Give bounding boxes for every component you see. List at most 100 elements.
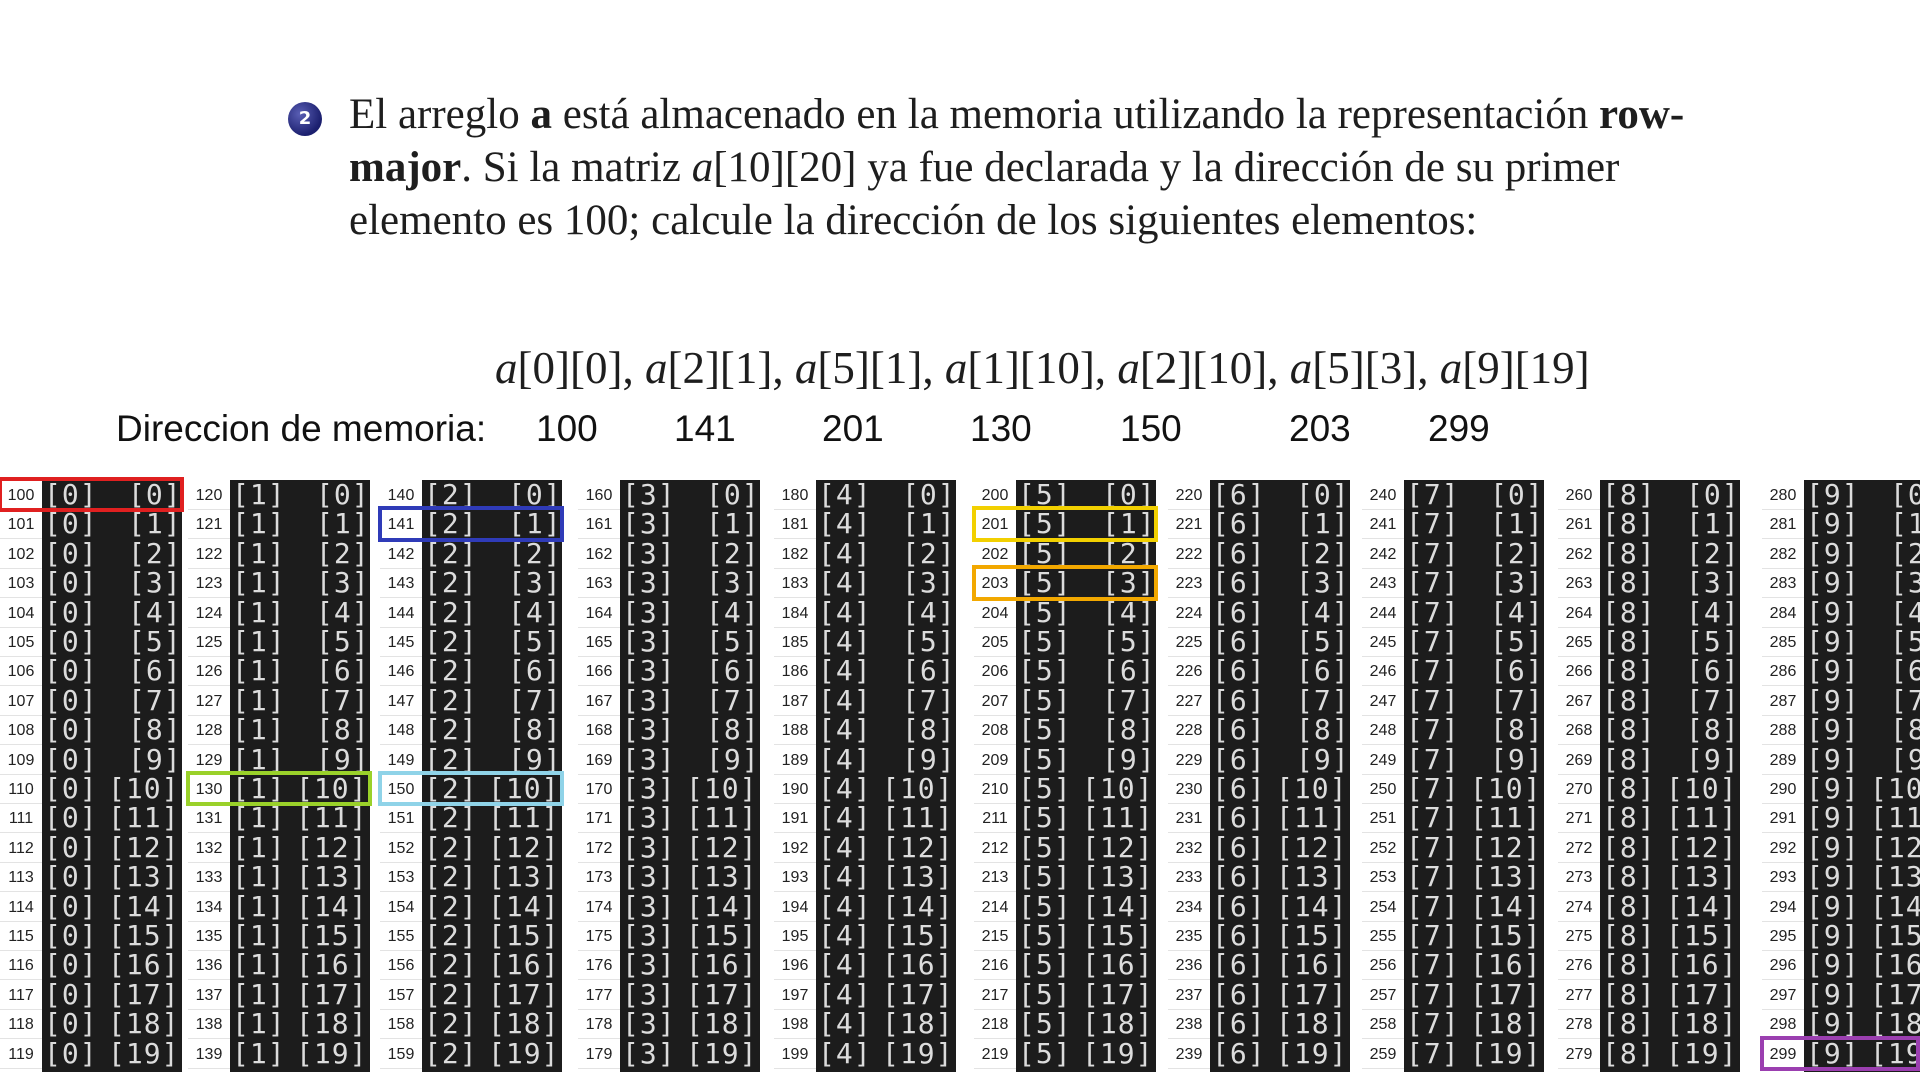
row-index: [1] bbox=[232, 860, 286, 894]
address-label: 152 bbox=[380, 833, 422, 863]
memory-cell: 278[8][18] bbox=[1558, 1009, 1758, 1040]
address-label: 181 bbox=[774, 509, 816, 540]
col-index: [0] bbox=[1102, 478, 1156, 511]
row-index: [2] bbox=[424, 830, 478, 864]
address-label: 223 bbox=[1168, 568, 1210, 599]
address-label: 103 bbox=[0, 568, 42, 599]
memory-cell: 236[6][16] bbox=[1168, 950, 1368, 981]
row-index: [7] bbox=[1406, 654, 1460, 688]
col-index: [11] bbox=[1470, 801, 1542, 835]
col-index: [7] bbox=[128, 683, 182, 717]
memory-cell: 179[3][19] bbox=[578, 1039, 778, 1069]
row-index: [3] bbox=[622, 772, 676, 805]
col-index: [8] bbox=[1490, 713, 1544, 747]
memory-cell: 182[4][2] bbox=[774, 539, 974, 569]
col-index: [19] bbox=[1276, 1036, 1348, 1070]
memory-cell: 227[6][7] bbox=[1168, 686, 1368, 716]
col-index: [1] bbox=[1890, 507, 1920, 541]
row-index: [2] bbox=[424, 977, 478, 1011]
address-label: 119 bbox=[0, 1039, 42, 1069]
col-index: [11] bbox=[1082, 801, 1154, 835]
address-label: 156 bbox=[380, 950, 422, 981]
memory-cell: 251[7][11] bbox=[1362, 801, 1562, 835]
memory-cell: 220[6][0] bbox=[1168, 480, 1368, 510]
row-index: [7] bbox=[1406, 830, 1460, 864]
problem-statement: 2 El arreglo a está almacenado en la mem… bbox=[288, 88, 1685, 247]
memory-cell: 194[4][14] bbox=[774, 889, 974, 923]
memory-cell: 154[2][14] bbox=[380, 892, 580, 922]
memory-cell: 191[4][11] bbox=[774, 803, 974, 834]
row-index: [6] bbox=[1212, 507, 1266, 541]
memory-cell: 299[9][19] bbox=[1762, 1039, 1920, 1069]
col-index: [16] bbox=[686, 948, 758, 982]
memory-cell: 198[4][18] bbox=[774, 1009, 974, 1040]
col-index: [18] bbox=[1276, 1007, 1348, 1041]
memory-cell: 225[6][5] bbox=[1168, 627, 1368, 657]
col-index: [14] bbox=[296, 889, 368, 923]
address-label: 105 bbox=[0, 627, 42, 657]
memory-cell: 262[8][2] bbox=[1558, 539, 1758, 569]
row-index: [9] bbox=[1806, 536, 1860, 570]
memory-cell: 295[9][15] bbox=[1762, 921, 1920, 951]
memory-column: 180[4][0]181[4][1]182[4][2]183[4][3]184[… bbox=[774, 480, 974, 1072]
col-index: [7] bbox=[1686, 683, 1740, 717]
address-label: 227 bbox=[1168, 686, 1210, 716]
address-label: 278 bbox=[1558, 1009, 1600, 1040]
memory-cell: 150[2][10] bbox=[380, 774, 580, 804]
memory-cell: 240[7][0] bbox=[1362, 480, 1562, 510]
address-label: 219 bbox=[974, 1039, 1016, 1069]
col-index: [1] bbox=[1686, 507, 1740, 541]
row-index: [4] bbox=[818, 478, 872, 511]
row-index: [7] bbox=[1406, 801, 1460, 835]
address-label: 257 bbox=[1362, 980, 1404, 1010]
problem-text: El arreglo a está almacenado en la memor… bbox=[349, 91, 1685, 244]
memory-cell: 249[7][9] bbox=[1362, 745, 1562, 775]
memory-cell: 260[8][0] bbox=[1558, 480, 1758, 510]
address-label: 213 bbox=[974, 862, 1016, 893]
address-label: 169 bbox=[578, 745, 620, 775]
row-index: [1] bbox=[232, 948, 286, 982]
col-index: [3] bbox=[1686, 566, 1740, 600]
row-index: [4] bbox=[818, 683, 872, 717]
address-label: 108 bbox=[0, 715, 42, 746]
address-label: 192 bbox=[774, 833, 816, 863]
memory-cell: 217[5][17] bbox=[974, 980, 1174, 1010]
memory-cell: 294[9][14] bbox=[1762, 892, 1920, 922]
col-index: [11] bbox=[296, 801, 368, 835]
memory-cell: 164[3][4] bbox=[578, 598, 778, 628]
memory-cell: 235[6][15] bbox=[1168, 921, 1368, 951]
col-index: [17] bbox=[1276, 977, 1348, 1011]
col-index: [8] bbox=[128, 713, 182, 747]
memory-cell: 157[2][17] bbox=[380, 977, 580, 1011]
col-index: [8] bbox=[508, 713, 562, 747]
memory-cell: 255[7][15] bbox=[1362, 921, 1562, 951]
col-index: [14] bbox=[1276, 889, 1348, 923]
row-index: [1] bbox=[232, 595, 286, 629]
col-index: [11] bbox=[686, 801, 758, 835]
col-index: [7] bbox=[316, 683, 370, 717]
address-label: 125 bbox=[188, 627, 230, 657]
row-index: [5] bbox=[1018, 830, 1072, 864]
row-index: [3] bbox=[622, 830, 676, 864]
col-index: [3] bbox=[902, 566, 956, 600]
col-index: [9] bbox=[128, 742, 182, 776]
col-index: [17] bbox=[488, 977, 560, 1011]
memory-cell: 246[7][6] bbox=[1362, 654, 1562, 688]
col-index: [14] bbox=[882, 889, 954, 923]
row-index: [8] bbox=[1602, 654, 1656, 688]
memory-cell: 117[0][17] bbox=[0, 980, 200, 1010]
address-label: 222 bbox=[1168, 539, 1210, 569]
memory-cell: 286[9][6] bbox=[1762, 656, 1920, 687]
memory-cell: 291[9][11] bbox=[1762, 803, 1920, 834]
address-label: 116 bbox=[0, 950, 42, 981]
col-index: [15] bbox=[296, 919, 368, 952]
address-label: 183 bbox=[774, 568, 816, 599]
address-label: 279 bbox=[1558, 1039, 1600, 1069]
col-index: [18] bbox=[1082, 1007, 1154, 1041]
row-index: [8] bbox=[1602, 625, 1656, 658]
row-index: [1] bbox=[232, 889, 286, 923]
address-label: 100 bbox=[0, 480, 42, 510]
row-index: [1] bbox=[232, 536, 286, 570]
row-index: [8] bbox=[1602, 566, 1656, 600]
terminal-block bbox=[42, 480, 182, 1072]
